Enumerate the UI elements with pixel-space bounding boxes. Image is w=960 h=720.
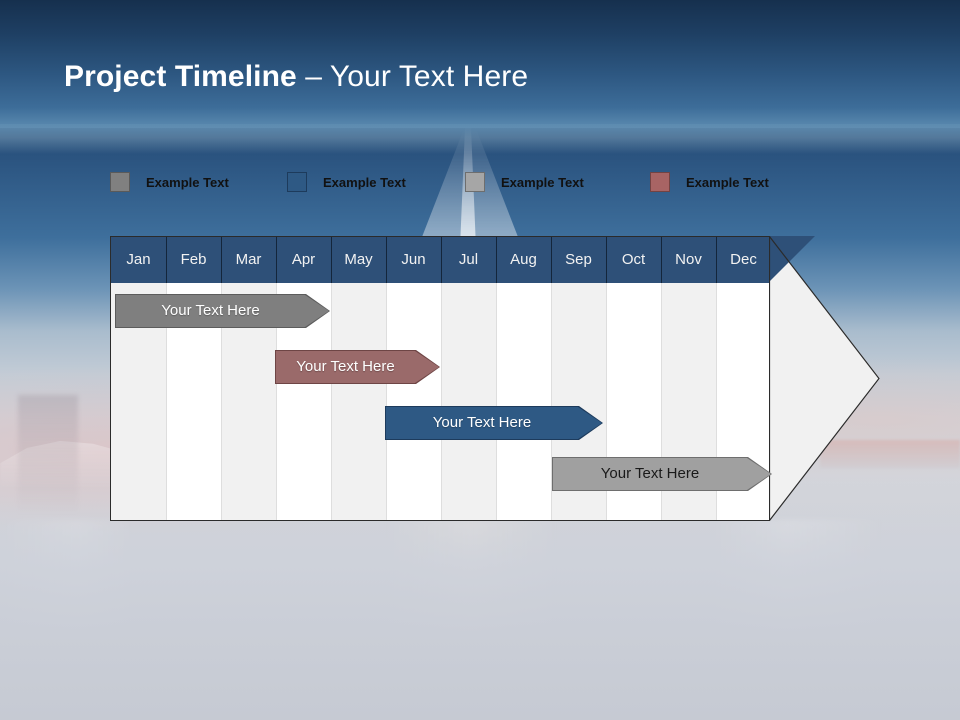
background-haze [0, 500, 960, 720]
timeline-task-bar[interactable]: Your Text Here [275, 350, 440, 384]
column-separator [221, 283, 222, 520]
month-header-jan[interactable]: Jan [126, 251, 151, 268]
task-bar-label: Your Text Here [296, 358, 395, 375]
task-bar-label: Your Text Here [432, 414, 532, 431]
column-separator [441, 283, 442, 520]
month-header-dec[interactable]: Dec [730, 251, 757, 268]
timeline-column-may [331, 237, 386, 520]
title-subtitle-part: Your Text Here [329, 60, 529, 93]
title-bold-part: Project Timeline [64, 60, 297, 93]
timeline-arrow-tip [769, 236, 880, 521]
task-bar-shape [276, 351, 439, 383]
column-fill [386, 283, 441, 520]
header-separator [386, 237, 387, 283]
month-header-mar[interactable]: Mar [235, 251, 262, 268]
timeline-task-bar[interactable]: Your Text Here [552, 457, 772, 491]
task-bar-shape [386, 407, 602, 439]
column-separator [166, 283, 167, 520]
page-title: Project Timeline – Your Text Here [64, 60, 528, 94]
column-separator [331, 283, 332, 520]
column-separator [551, 283, 552, 520]
column-fill [331, 283, 386, 520]
legend-label: Example Text [146, 174, 229, 190]
task-bar-label: Your Text Here [600, 465, 700, 482]
column-separator [716, 283, 717, 520]
legend-item[interactable]: Example Text [650, 170, 769, 194]
legend-color-swatch [287, 172, 307, 192]
legend-color-swatch [110, 172, 130, 192]
month-header-oct[interactable]: Oct [621, 251, 646, 268]
column-fill [496, 283, 551, 520]
title-separator: – [296, 60, 330, 93]
column-separator [276, 283, 277, 520]
task-bar-shape [116, 295, 329, 327]
month-header-feb[interactable]: Feb [180, 251, 207, 268]
month-header-jul[interactable]: Jul [458, 251, 479, 268]
legend-label: Example Text [323, 174, 406, 190]
header-separator [551, 237, 552, 283]
legend-item[interactable]: Example Text [287, 170, 406, 194]
month-header-aug[interactable]: Aug [510, 251, 537, 268]
header-separator [496, 237, 497, 283]
header-separator [166, 237, 167, 283]
header-separator [331, 237, 332, 283]
timeline-header-row [111, 237, 769, 283]
header-separator [276, 237, 277, 283]
column-separator [606, 283, 607, 520]
legend-item[interactable]: Example Text [110, 170, 229, 194]
timeline-column-jul [441, 237, 496, 520]
timeline-task-bar[interactable]: Your Text Here [385, 406, 603, 440]
header-separator [221, 237, 222, 283]
timeline-chart: Jan Feb Mar Apr May Jun Jul Aug Sep Oct Nov Dec You… [110, 236, 880, 521]
column-fill [441, 283, 496, 520]
task-bar-label: Your Text Here [161, 302, 260, 319]
legend-color-swatch [465, 172, 485, 192]
column-separator [386, 283, 387, 520]
legend-color-swatch [650, 172, 670, 192]
month-header-nov[interactable]: Nov [675, 251, 702, 268]
legend-label: Example Text [501, 174, 584, 190]
title-band [0, 0, 960, 154]
month-header-may[interactable]: May [344, 251, 373, 268]
header-separator [606, 237, 607, 283]
header-separator [661, 237, 662, 283]
timeline-column-aug [496, 237, 551, 520]
column-separator [661, 283, 662, 520]
legend-label: Example Text [686, 174, 769, 190]
header-separator [716, 237, 717, 283]
timeline-task-bar[interactable]: Your Text Here [115, 294, 330, 328]
legend-item[interactable]: Example Text [465, 170, 584, 194]
month-header-apr[interactable]: Apr [291, 251, 316, 268]
arrow-tip-fill [769, 236, 880, 521]
background-pillar-left [18, 395, 78, 515]
task-bar-shape [553, 458, 771, 490]
month-header-jun[interactable]: Jun [401, 251, 426, 268]
month-header-sep[interactable]: Sep [565, 251, 592, 268]
legend: Example Text Example Text Example Text Exam… [110, 170, 830, 194]
timeline-column-jun [386, 237, 441, 520]
column-separator [496, 283, 497, 520]
header-separator [441, 237, 442, 283]
